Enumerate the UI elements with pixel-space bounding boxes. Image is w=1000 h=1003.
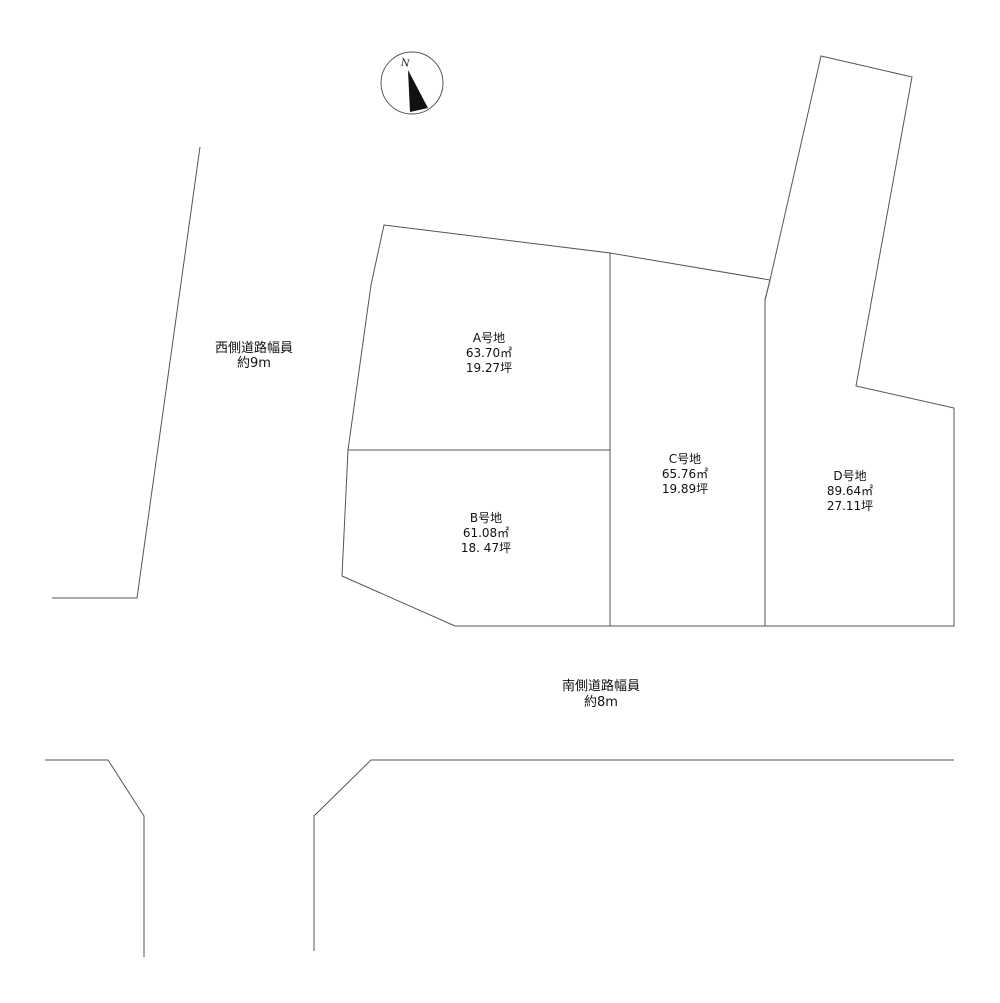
south-road-width: 約8m: [584, 695, 618, 710]
lot-b-area-tsubo: 18. 47坪: [461, 541, 511, 555]
lot-d-area-tsubo: 27.11坪: [827, 499, 873, 513]
lot-c-area-tsubo: 19.89坪: [662, 482, 708, 496]
lot-c-area-m2: 65.76㎡: [662, 467, 708, 481]
lot-c-boundary[interactable]: [609, 252, 771, 627]
south-road-south-edge-right: [313, 759, 954, 951]
south-road-name: 南側道路幅員: [562, 678, 640, 694]
compass-needle-icon: [408, 70, 428, 112]
lot-a-area-m2: 63.70㎡: [466, 346, 512, 360]
west-road-name: 西側道路幅員: [215, 340, 293, 356]
lot-c-name: C号地: [669, 452, 701, 466]
lot-d-boundary[interactable]: [764, 55, 955, 627]
south-road-south-edge-left: [45, 759, 145, 957]
west-road-width: 約9m: [237, 356, 271, 371]
compass-north-label: N: [400, 57, 411, 70]
lot-a-name: A号地: [473, 331, 505, 345]
west-road-edge: [52, 146, 201, 599]
north-compass: N: [380, 51, 444, 115]
lot-a-area-tsubo: 19.27坪: [466, 361, 512, 375]
lot-b-name: B号地: [470, 511, 502, 525]
lot-d-name: D号地: [833, 469, 866, 483]
lot-b-area-m2: 61.08㎡: [463, 526, 509, 540]
lot-d-area-m2: 89.64㎡: [827, 484, 873, 498]
